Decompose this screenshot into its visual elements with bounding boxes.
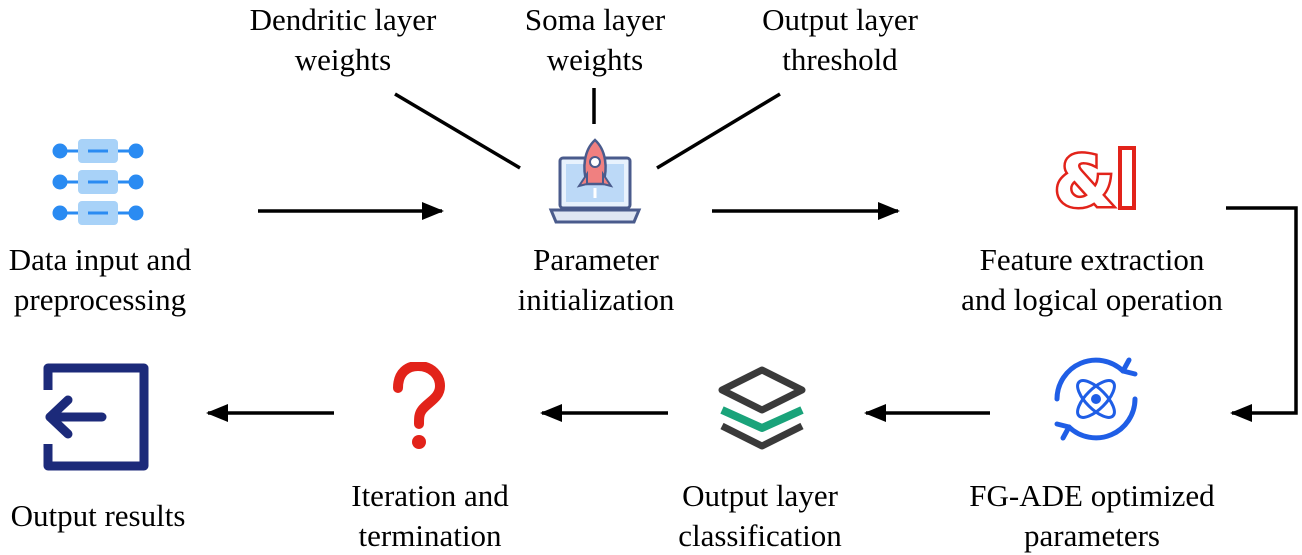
step-results-label: Output results: [10, 498, 186, 533]
atom-icon: [1054, 357, 1138, 441]
data-flow-icon: [52, 139, 144, 225]
laptop-rocket-icon: [548, 138, 642, 224]
question-mark-icon: [393, 362, 446, 449]
param-line-dendritic: [394, 92, 521, 170]
ampersand-bar-icon: &: [1052, 140, 1136, 216]
svg-text:&: &: [1054, 141, 1115, 216]
param-line-threshold: [656, 92, 781, 170]
layers-icon: [718, 366, 806, 450]
arrow-feature-to-fgade: [1226, 206, 1298, 422]
exit-door-icon: [43, 363, 149, 471]
